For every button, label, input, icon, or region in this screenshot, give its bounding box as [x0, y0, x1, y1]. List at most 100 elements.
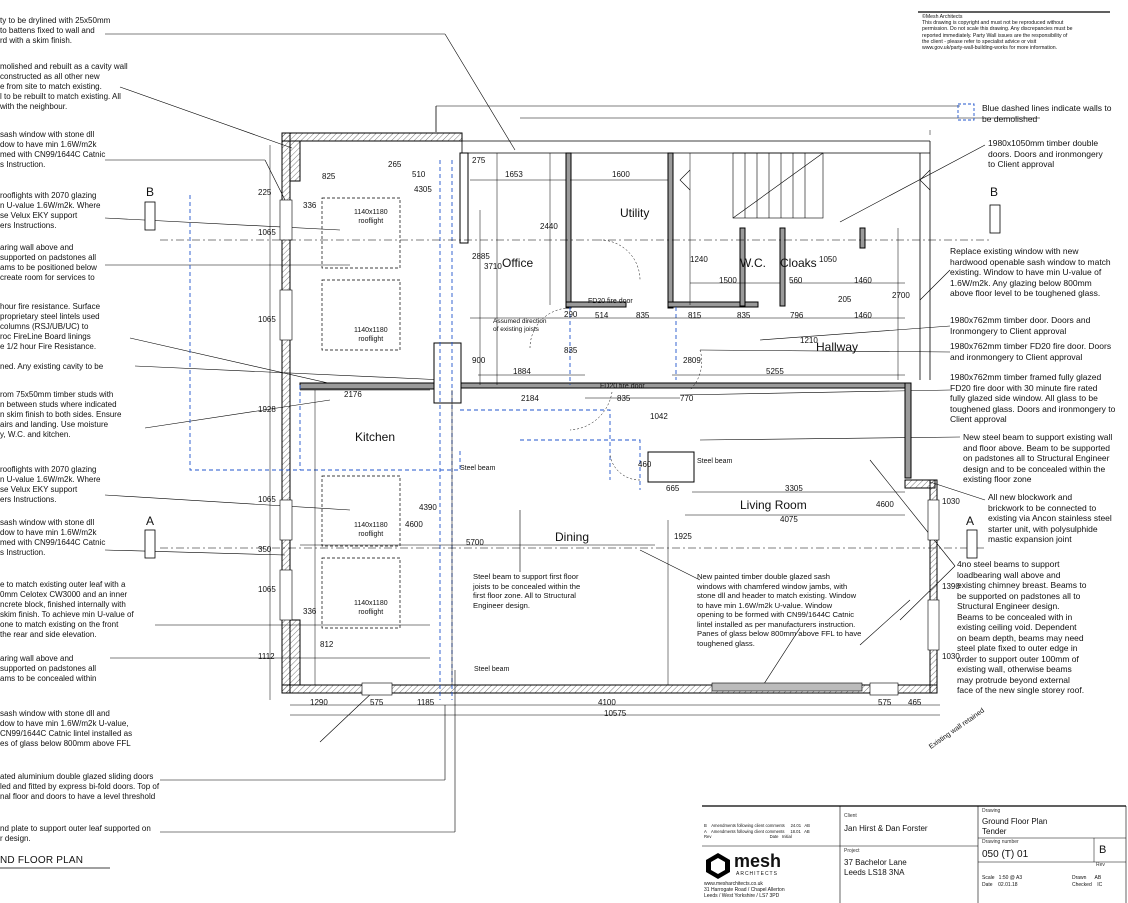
right-note-5: 1980x762mm timber framed fully glazed FD…	[950, 372, 1116, 424]
dim-1600: 1600	[612, 170, 630, 179]
dim-770: 770	[680, 394, 694, 403]
title-block: B Amendments following client comments 2…	[700, 806, 1126, 902]
rooflight-outlines	[321, 197, 401, 629]
outer-walls	[281, 132, 938, 694]
revision-label: Rev	[1096, 862, 1105, 868]
dim-2440: 2440	[540, 222, 558, 231]
dim-560: 560	[789, 276, 803, 285]
rooflight-label-3: 1140x1180 rooflight	[354, 522, 388, 538]
top-walls	[461, 140, 931, 380]
center-note-sash-windows: New painted timber double glazed sash wi…	[697, 572, 862, 648]
dim-1185: 1185	[417, 698, 435, 707]
dim-1065-c: 1065	[258, 495, 276, 504]
dim-1042: 1042	[650, 412, 668, 421]
mesh-logo-icon	[704, 852, 732, 880]
dim-3710: 3710	[484, 262, 502, 271]
project-label: Project	[844, 848, 860, 854]
right-note-2: Replace existing window with new hardwoo…	[950, 246, 1111, 298]
room-cloaks: Cloaks	[780, 256, 817, 270]
header-rules	[435, 11, 1110, 132]
left-note-6: hour fire resistance. Surface proprietar…	[0, 302, 101, 351]
dim-1065-b: 1065	[258, 315, 276, 324]
dim-4600-right: 4600	[876, 500, 894, 509]
dim-510: 510	[412, 170, 426, 179]
dim-1928: 1928	[258, 405, 276, 414]
rooflight-label-2: 1140x1180 rooflight	[354, 327, 388, 343]
dim-2184: 2184	[521, 394, 539, 403]
scale-date: Scale 1:50 @ A3 Date 02.01.18	[982, 875, 1023, 888]
left-windows	[279, 199, 940, 696]
left-note-11: e to match existing outer leaf with a 0m…	[0, 580, 134, 639]
dim-2700: 2700	[892, 291, 910, 300]
drawing-number-label: Drawing number	[982, 839, 1019, 845]
steel-beam-label-2: Steel beam	[697, 458, 733, 465]
dim-1390: 1390	[942, 582, 960, 591]
dim-1460-b: 1460	[854, 311, 872, 320]
client-label: Client	[844, 813, 857, 819]
right-note-6: New steel beam to support existing wall …	[963, 432, 1113, 484]
dim-205: 205	[838, 295, 852, 304]
revision-table: B Amendments following client comments 2…	[704, 823, 810, 839]
section-lines	[160, 239, 990, 549]
section-mark-b-right: B	[990, 185, 999, 199]
dim-4075: 4075	[780, 515, 798, 524]
dim-1065-d: 1065	[258, 585, 276, 594]
rooflight-label-1: 1140x1180 rooflight	[354, 209, 388, 225]
left-note-9: rooflights with 2070 glazing n U-value 1…	[0, 465, 101, 504]
dim-575-a: 575	[370, 698, 384, 707]
section-mark-a-left: A	[146, 514, 155, 528]
dim-2809: 2809	[683, 356, 701, 365]
demolished-walls	[189, 160, 677, 700]
section-mark-b-left: B	[146, 185, 155, 199]
dim-1210: 1210	[800, 336, 818, 345]
dim-1050: 1050	[819, 255, 837, 264]
room-office: Office	[502, 256, 534, 270]
left-note-12: aring wall above and supported on padsto…	[0, 654, 97, 683]
left-note-4: rooflights with 2070 glazing n U-value 1…	[0, 191, 101, 230]
dim-4100: 4100	[598, 698, 616, 707]
dim-1030-a: 1030	[942, 497, 960, 506]
legend-swatch	[957, 103, 975, 121]
dim-1500: 1500	[719, 276, 737, 285]
center-note-steel-beam: Steel beam to support first floor joists…	[473, 572, 581, 610]
steel-beam-label-1: Steel beam	[460, 465, 496, 472]
dim-1240: 1240	[690, 255, 708, 264]
dim-3305: 3305	[785, 484, 803, 493]
dim-465: 465	[908, 698, 922, 707]
dim-225: 225	[258, 188, 272, 197]
dim-815: 815	[688, 311, 702, 320]
copyright-notice: ©Mesh Architects This drawing is copyrig…	[922, 14, 1073, 52]
left-note-5: aring wall above and supported on padsto…	[0, 243, 97, 282]
right-note-8: 4no steel beams to support loadbearing w…	[957, 559, 1087, 695]
right-leaders	[519, 144, 986, 691]
interior-walls	[299, 152, 912, 483]
left-note-1: ty to be drylined with 25x50mm to batten…	[0, 16, 111, 45]
drawn-checked: Drawn AB Checked IC	[1072, 875, 1103, 888]
left-note-3: sash window with stone dll dow to have m…	[0, 130, 106, 169]
dim-835-c: 835	[564, 346, 578, 355]
left-note-10: sash window with stone dll dow to have m…	[0, 518, 106, 557]
dim-1884: 1884	[513, 367, 531, 376]
plan-title: ND FLOOR PLAN	[0, 855, 84, 866]
center-note-joists: Assumed direction of existing joists	[493, 318, 547, 333]
right-note-7: All new blockwork and brickwork to be co…	[988, 492, 1112, 544]
dim-1112: 1112	[258, 652, 275, 661]
room-living: Living Room	[740, 498, 807, 512]
right-note-4: 1980x762mm timber FD20 fire door. Doors …	[950, 341, 1112, 362]
dim-812: 812	[320, 640, 334, 649]
room-wc: W.C.	[740, 256, 766, 270]
dim-275: 275	[472, 156, 486, 165]
logo-text: mesh	[734, 851, 782, 871]
dim-825: 825	[322, 172, 336, 181]
dim-4305: 4305	[414, 185, 432, 194]
dim-2885: 2885	[472, 252, 490, 261]
left-note-14: ated aluminium double glazed sliding doo…	[0, 772, 160, 801]
client-name: Jan Hirst & Dan Forster	[844, 824, 928, 833]
left-note-7: ned. Any existing cavity to be	[0, 362, 104, 371]
door-swings	[529, 239, 702, 481]
room-hallway: Hallway	[816, 340, 859, 354]
dim-1030-b: 1030	[942, 652, 960, 661]
right-note-3: 1980x762mm timber door. Doors and Ironmo…	[950, 315, 1091, 336]
dim-514: 514	[595, 311, 609, 320]
